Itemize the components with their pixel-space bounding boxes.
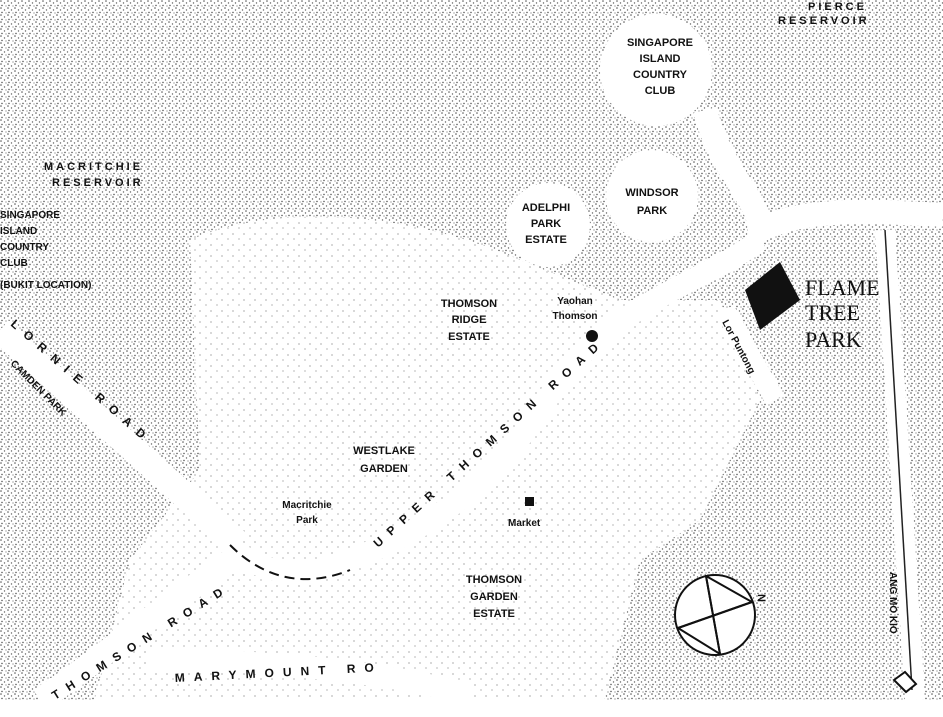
adelphi-label: ADELPHI PARK ESTATE xyxy=(522,202,570,246)
label-line: CLUB xyxy=(0,258,28,269)
adelphi-circle xyxy=(506,183,590,267)
westlake-garden-label: WESTLAKE GARDEN xyxy=(353,445,415,475)
thomson-ridge-label: THOMSON RIDGE ESTATE xyxy=(441,298,497,343)
road-pierce xyxy=(693,106,943,250)
label-line: WINDSOR xyxy=(625,187,678,199)
label-line: GARDEN xyxy=(470,591,518,603)
label-line: ADELPHI xyxy=(522,202,570,214)
road-thomson xyxy=(33,544,247,710)
windsor-park-label: WINDSOR PARK xyxy=(625,187,678,217)
dashed-road xyxy=(229,544,351,581)
macritchie-park-label: Macritchie Park xyxy=(282,500,332,526)
label-line: ISLAND xyxy=(640,53,681,65)
label-line: COUNTRY xyxy=(633,69,688,81)
road-lor-puntong xyxy=(716,305,784,405)
label-line: (BUKIT LOCATION) xyxy=(0,280,91,291)
market-label: Market xyxy=(508,518,541,529)
thomson-garden-label: THOMSON GARDEN ESTATE xyxy=(466,574,522,620)
market-marker xyxy=(525,497,534,506)
road-lornie xyxy=(0,320,249,555)
macritchie-reservoir-label: MACRITCHIE RESERVOIR xyxy=(44,161,144,189)
label-line: Park xyxy=(296,515,318,526)
yaohan-marker xyxy=(586,330,598,342)
bottom-margin xyxy=(0,700,943,717)
label-line: Thomson xyxy=(553,311,598,322)
label-line: PARK xyxy=(805,327,862,352)
flame-tree-park-site xyxy=(745,262,800,330)
label-line: ESTATE xyxy=(473,608,515,620)
label-line: WESTLAKE xyxy=(353,445,415,457)
ang-mo-kio-label: ANG MO KIO xyxy=(887,572,898,634)
label-line: RESERVOIR xyxy=(778,15,870,27)
label-line: COUNTRY xyxy=(0,242,49,253)
label-line: FLAME xyxy=(805,275,880,300)
sicc-bukit-label: SINGAPORE ISLAND COUNTRY CLUB (BUKIT LOC… xyxy=(0,210,91,291)
label-line: RIDGE xyxy=(452,314,487,326)
ang-mo-kio-arrow-icon xyxy=(892,670,918,694)
sicc-circle xyxy=(600,14,712,126)
road-upper-thomson xyxy=(222,231,767,583)
label-line: Yaohan xyxy=(557,296,593,307)
windsor-park-circle xyxy=(606,150,698,242)
label-line: ESTATE xyxy=(525,234,567,246)
yaohan-label: Yaohan Thomson xyxy=(553,296,598,322)
label-line: TREE xyxy=(805,300,860,325)
sicc-label: SINGAPORE ISLAND COUNTRY CLUB xyxy=(627,37,693,97)
label-line: THOMSON xyxy=(441,298,497,310)
label-line: RESERVOIR xyxy=(52,177,144,189)
label-line: ISLAND xyxy=(0,226,37,237)
pierce-reservoir-label: PIERCE RESERVOIR xyxy=(778,1,870,27)
label-line: PIERCE xyxy=(808,1,867,13)
north-label: N xyxy=(755,594,767,602)
label-line: THOMSON xyxy=(466,574,522,586)
label-line: CLUB xyxy=(645,85,676,97)
label-line: ESTATE xyxy=(448,331,490,343)
label-line: PARK xyxy=(637,205,667,217)
label-line: GARDEN xyxy=(360,463,408,475)
compass-icon xyxy=(674,574,756,657)
flame-tree-park-label: FLAME TREE PARK xyxy=(805,275,880,352)
label-line: SINGAPORE xyxy=(0,210,60,221)
label-line: SINGAPORE xyxy=(627,37,693,49)
road-edge-line xyxy=(884,229,913,691)
label-line: PARK xyxy=(531,218,561,230)
label-line: MACRITCHIE xyxy=(44,161,143,173)
road-marymount xyxy=(149,649,473,706)
label-line: Macritchie xyxy=(282,500,332,511)
